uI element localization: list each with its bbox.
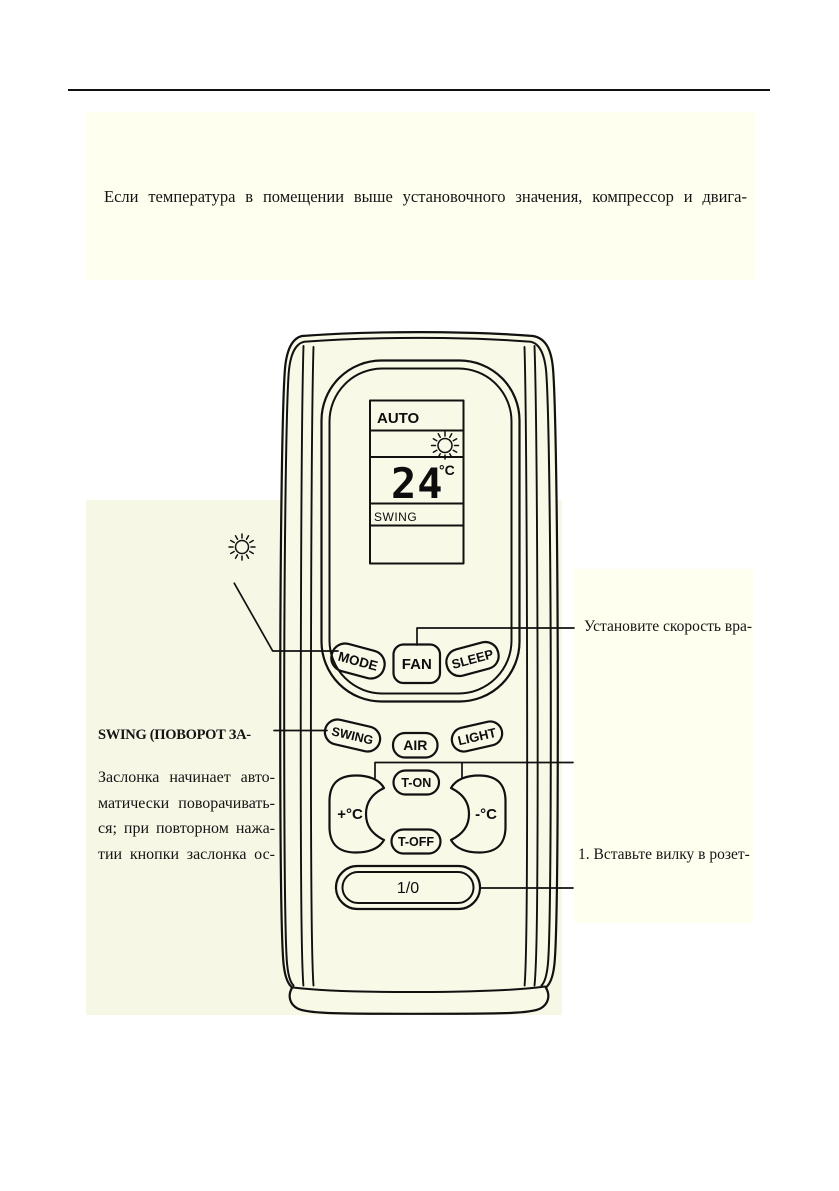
swing-paragraph-line: Заслонка начинает авто- <box>98 769 275 786</box>
fan-note: Установите скорость вра- <box>584 618 752 635</box>
t-off-button-label: T-OFF <box>398 835 434 849</box>
swing-button <box>323 718 382 753</box>
remote-left-bevel-1 <box>299 345 305 987</box>
callout-line-sun-mode <box>233 582 339 652</box>
display-swing-label: SWING <box>374 510 417 524</box>
temp-up-button <box>328 774 386 854</box>
callout-box-right <box>574 569 753 923</box>
sun-icon <box>430 431 460 460</box>
swing-heading: SWING (ПОВОРОТ ЗА- <box>98 727 251 743</box>
sun-icon <box>228 533 256 561</box>
swing-paragraph-line: ся; при повторном нажа- <box>98 820 275 837</box>
swing-paragraph-line: тии кнопки заслонка ос- <box>98 845 275 863</box>
t-on-button-label: T-ON <box>401 776 431 790</box>
temp-up-button-label: +°C <box>337 806 363 823</box>
callout-line-fan <box>416 627 575 646</box>
display-panel <box>369 399 465 565</box>
air-button <box>391 731 439 759</box>
fan-button-label: FAN <box>402 656 432 673</box>
display-temperature: 24 <box>391 459 444 508</box>
remote-body <box>279 331 559 1015</box>
remote-left-bevel-2 <box>309 346 315 987</box>
intro-box <box>86 112 755 280</box>
power-note: 1. Вставьте вилку в розет- <box>578 846 750 863</box>
intro-text: Если температура в помещении выше устано… <box>104 187 747 206</box>
light-button <box>450 720 504 753</box>
t-off-button <box>390 828 442 855</box>
air-button-label: AIR <box>403 737 427 753</box>
sleep-button <box>445 640 500 678</box>
callout-line-timer-bracket <box>374 761 574 779</box>
page-top-rule <box>68 89 770 92</box>
swing-paragraph: Заслонка начинает авто- матически повора… <box>98 765 275 867</box>
power-button-label: 1/0 <box>397 880 419 897</box>
power-button <box>334 864 482 911</box>
swing-paragraph-line: матически поворачивать- <box>98 794 275 812</box>
face-plate-outer <box>320 359 521 703</box>
remote-bottom-seam <box>292 985 546 994</box>
temp-down-button <box>449 774 507 854</box>
display-mode-label: AUTO <box>377 410 420 427</box>
t-on-button <box>392 769 441 796</box>
mode-button <box>330 642 386 680</box>
display-unit: °C <box>439 462 455 478</box>
remote-inner-outline <box>283 336 552 987</box>
temp-down-button-label: -°C <box>475 806 497 823</box>
face-plate-inner <box>328 367 513 695</box>
